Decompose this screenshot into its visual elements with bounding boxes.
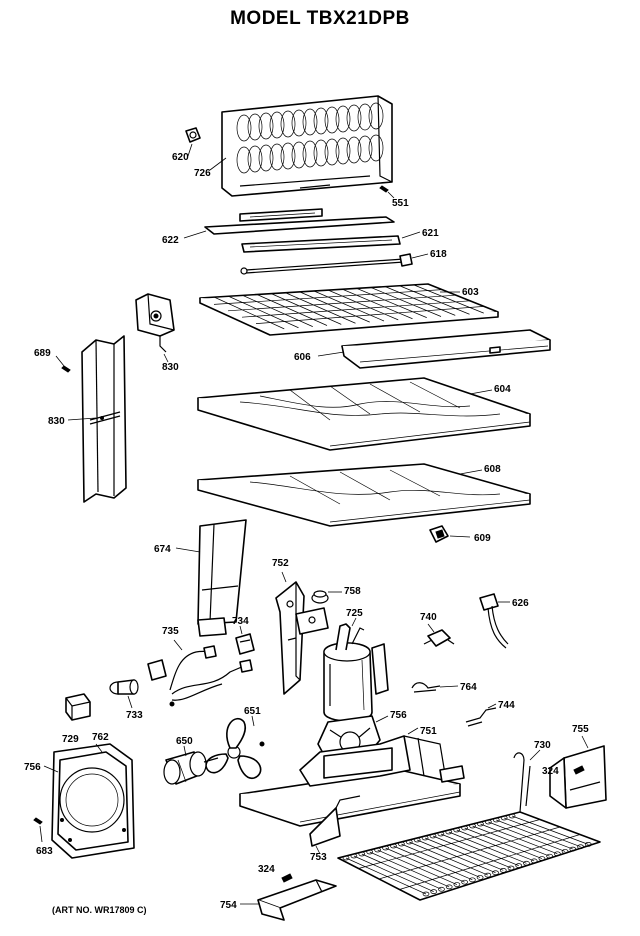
part-label-609[interactable]: 609 [474,533,491,544]
part-label-689[interactable]: 689 [34,348,51,359]
motor-icon[interactable] [163,751,219,785]
rod-icon[interactable] [240,253,413,275]
compressor-icon[interactable] [323,623,389,722]
part-label-606[interactable]: 606 [294,352,311,363]
part-label-756b[interactable]: 756 [390,710,407,721]
panel-icon[interactable] [197,519,247,637]
part-label-754[interactable]: 754 [220,900,237,911]
relay-icon[interactable] [423,629,455,647]
pan-icon[interactable] [197,463,531,527]
bracket-icon[interactable] [275,581,329,695]
part-label-830a[interactable]: 830 [162,362,179,373]
part-label-730[interactable]: 730 [534,740,551,751]
part-label-618[interactable]: 618 [430,249,447,260]
bracket-icon[interactable] [549,745,607,809]
connector-icon[interactable] [109,679,139,695]
part-label-753[interactable]: 753 [310,852,327,863]
wire-harness-icon[interactable] [147,645,253,707]
part-label-324b[interactable]: 324 [258,864,275,875]
bracket-icon[interactable] [241,235,401,253]
part-label-755[interactable]: 755 [572,724,589,735]
part-label-740[interactable]: 740 [420,612,437,623]
duct-icon[interactable] [81,335,127,503]
evaporator-icon[interactable] [221,95,393,197]
screw-icon[interactable] [281,873,293,883]
part-label-650[interactable]: 650 [176,736,193,747]
art-number: (ART NO. WR17809 C) [52,905,147,915]
wire-connector-icon[interactable] [479,593,509,649]
part-label-674[interactable]: 674 [154,544,171,555]
part-label-551[interactable]: 551 [392,198,409,209]
part-label-752[interactable]: 752 [272,558,289,569]
bracket-icon[interactable] [257,879,337,921]
cover-icon[interactable] [204,208,395,235]
part-label-764[interactable]: 764 [460,682,477,693]
part-label-651[interactable]: 651 [244,706,261,717]
part-label-620[interactable]: 620 [172,152,189,163]
shroud-icon[interactable] [57,751,129,851]
part-label-744[interactable]: 744 [498,700,515,711]
page-title: MODEL TBX21DPB [230,8,410,29]
clip-icon[interactable] [185,127,201,143]
part-label-626[interactable]: 626 [512,598,529,609]
fan-blade-icon[interactable] [205,717,265,780]
screw-icon[interactable] [61,365,71,373]
screw-icon[interactable] [379,185,389,193]
grommet-icon[interactable] [311,590,329,604]
clip-icon[interactable] [465,707,497,727]
trim-icon[interactable] [341,329,551,369]
shelf-icon[interactable] [199,283,499,336]
part-label-622[interactable]: 622 [162,235,179,246]
block-icon[interactable] [65,693,91,721]
pan-icon[interactable] [197,377,531,451]
part-label-733[interactable]: 733 [126,710,143,721]
part-label-726[interactable]: 726 [194,168,211,179]
damper-icon[interactable] [135,293,175,353]
clip-icon[interactable] [411,682,441,693]
part-label-683[interactable]: 683 [36,846,53,857]
part-label-725[interactable]: 725 [346,608,363,619]
part-label-830b[interactable]: 830 [48,416,65,427]
part-label-762[interactable]: 762 [92,732,109,743]
part-label-751[interactable]: 751 [420,726,437,737]
part-label-735[interactable]: 735 [162,626,179,637]
screw-icon[interactable] [33,817,43,825]
screw-icon[interactable] [573,765,585,775]
part-label-604[interactable]: 604 [494,384,511,395]
plug-icon[interactable] [429,525,449,543]
part-label-608[interactable]: 608 [484,464,501,475]
base-icon[interactable] [239,735,465,827]
part-label-734[interactable]: 734 [232,616,249,627]
part-label-324a[interactable]: 324 [542,766,559,777]
part-label-758[interactable]: 758 [344,586,361,597]
capacitor-icon[interactable] [235,633,255,655]
part-label-756a[interactable]: 756 [24,762,41,773]
condenser-icon[interactable] [337,752,601,901]
rail-icon[interactable] [309,795,361,847]
part-label-603[interactable]: 603 [462,287,479,298]
part-label-729[interactable]: 729 [62,734,79,745]
part-label-621[interactable]: 621 [422,228,439,239]
